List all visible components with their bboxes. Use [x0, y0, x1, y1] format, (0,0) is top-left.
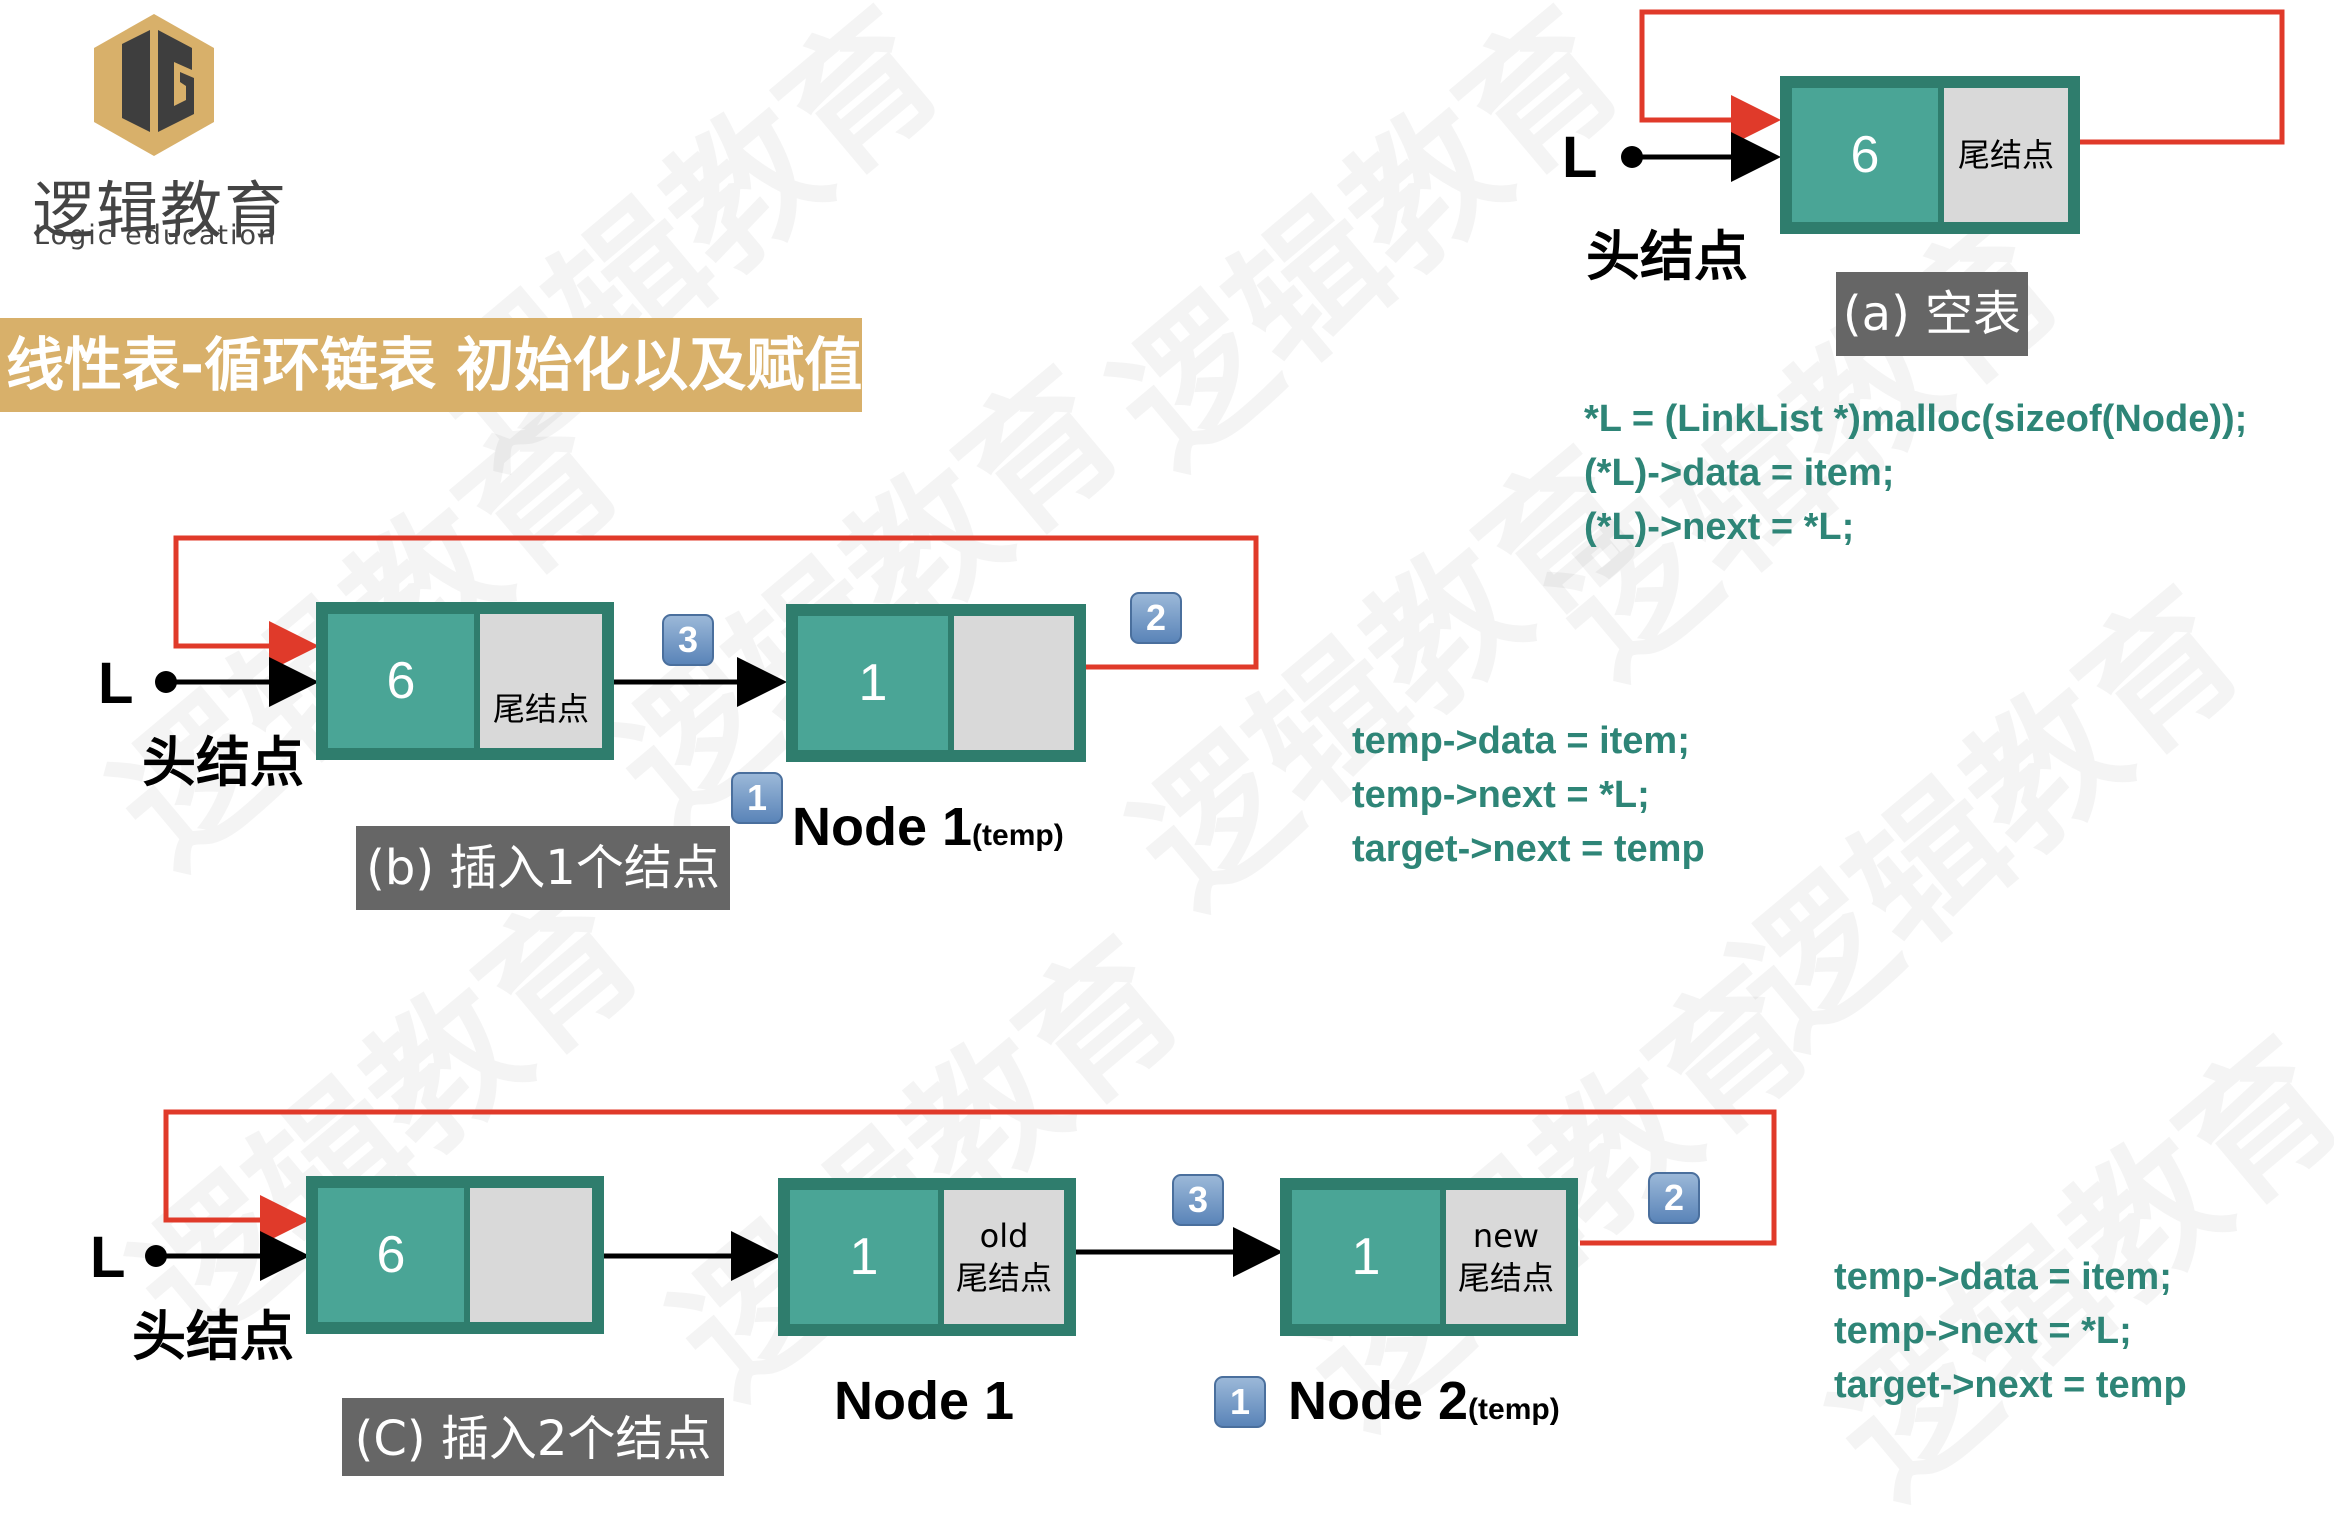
code-block-a: *L = (LinkList *)malloc(sizeof(Node)); (…: [1584, 392, 2247, 554]
node-1: 1 old 尾结点: [778, 1178, 1076, 1336]
step-badge-3: 3: [662, 614, 714, 666]
node-next-cell: 尾结点: [1944, 88, 2068, 222]
logo-mark: [88, 10, 220, 160]
new-node: 1: [786, 604, 1086, 762]
caption-a: (a) 空表: [1836, 272, 2028, 356]
loop-arrow-b: [173, 535, 1259, 671]
node-name-text: Node 1: [792, 797, 973, 857]
L-label: L: [98, 651, 134, 716]
loop-arrow-c: [163, 1109, 1777, 1246]
head-node-label: 头结点: [1586, 225, 1748, 288]
code-line: target->next = temp: [1834, 1364, 2187, 1406]
node-name: Node 1(temp): [792, 796, 1064, 858]
head-node-label: 头结点: [132, 1305, 294, 1368]
node-data-cell: 1: [790, 1190, 938, 1324]
new-label: new: [1472, 1217, 1540, 1255]
node-next-cell: new 尾结点: [1446, 1190, 1566, 1324]
tail-node-label: 尾结点: [1957, 136, 2054, 174]
code-line: (*L)->data = item;: [1584, 452, 1895, 494]
code-block-b: temp->data = item; temp->next = *L; targ…: [1352, 714, 1705, 876]
node-name: Node 1: [834, 1371, 1015, 1431]
loop-arrow-a: [1639, 9, 2285, 145]
head-node: 6: [306, 1176, 604, 1334]
node-name-text: Node 2: [1288, 1371, 1469, 1431]
node-data-cell: 1: [798, 616, 948, 750]
node-data-cell: 6: [1792, 88, 1938, 222]
logo-hexagon-icon: [94, 14, 214, 156]
L-label: L: [1562, 125, 1598, 190]
node-next-cell: 尾结点: [480, 614, 602, 748]
node-name-sub: (temp): [1468, 1393, 1560, 1426]
step-badge-2: 2: [1130, 592, 1182, 644]
code-line: *L = (LinkList *)malloc(sizeof(Node));: [1584, 398, 2248, 440]
code-line: target->next = temp: [1352, 828, 1705, 870]
node-data-cell: 6: [328, 614, 474, 748]
tail-node-label: 尾结点: [1457, 1259, 1554, 1297]
page-title: 线性表-循环链表 初始化以及赋值: [0, 318, 862, 412]
node-2: 1 new 尾结点: [1280, 1178, 1578, 1336]
code-line: temp->data = item;: [1352, 720, 1690, 762]
tail-node-label: 尾结点: [492, 690, 589, 728]
node-data-cell: 6: [318, 1188, 464, 1322]
step-badge-1: 1: [1214, 1376, 1266, 1428]
code-line: temp->next = *L;: [1352, 774, 1650, 816]
step-badge-1: 1: [731, 772, 783, 824]
node-next-cell: old 尾结点: [944, 1190, 1064, 1324]
L-label: L: [90, 1225, 126, 1290]
caption-c: (C) 插入2个结点: [342, 1398, 724, 1476]
logo-text-en: Logic education: [34, 220, 278, 251]
code-line: (*L)->next = *L;: [1584, 506, 1855, 548]
step-badge-2: 2: [1648, 1172, 1700, 1224]
caption-b: (b) 插入1个结点: [356, 826, 730, 910]
code-line: temp->data = item;: [1834, 1256, 2172, 1298]
code-block-c: temp->data = item; temp->next = *L; targ…: [1834, 1250, 2187, 1412]
node-data-cell: 1: [1292, 1190, 1440, 1324]
head-node: 6 尾结点: [1780, 76, 2080, 234]
old-label: old: [979, 1217, 1029, 1255]
tail-node-label: 尾结点: [955, 1259, 1052, 1297]
node-name: Node 2(temp): [1288, 1370, 1560, 1432]
logo-text-cn: 逻辑教育: [32, 174, 289, 247]
step-badge-3: 3: [1172, 1174, 1224, 1226]
node-name-sub: (temp): [972, 819, 1064, 852]
node-next-cell: [954, 616, 1074, 750]
node-next-cell: [470, 1188, 592, 1322]
head-node-label: 头结点: [142, 731, 304, 794]
head-node: 6 尾结点: [316, 602, 614, 760]
code-line: temp->next = *L;: [1834, 1310, 2132, 1352]
